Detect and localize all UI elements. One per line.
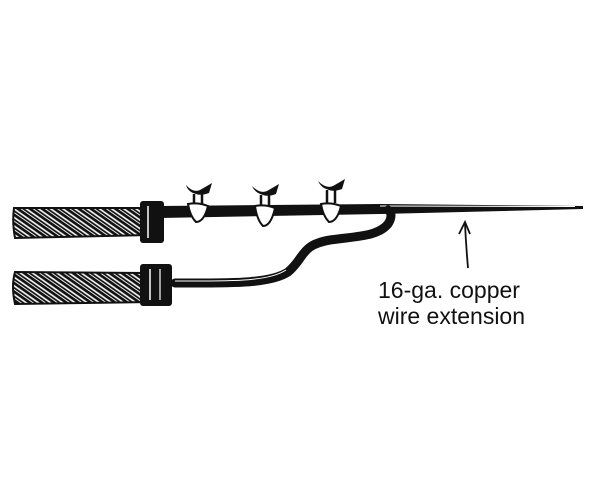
wing-nut-clamp-left — [186, 183, 212, 224]
upper-rod — [160, 204, 583, 218]
pointer-arrow — [458, 219, 471, 269]
lower-handle — [12, 264, 172, 306]
wing-nut-clamp-middle — [252, 184, 279, 228]
wing-nut-clamp-right — [318, 179, 345, 224]
connecting-cable — [170, 205, 396, 288]
upper-handle — [12, 201, 164, 243]
label-line-2: wire extension — [378, 303, 526, 329]
wire-extension-label: 16-ga. copper wire extension — [378, 277, 525, 329]
label-line-1: 16-ga. copper — [378, 277, 520, 303]
